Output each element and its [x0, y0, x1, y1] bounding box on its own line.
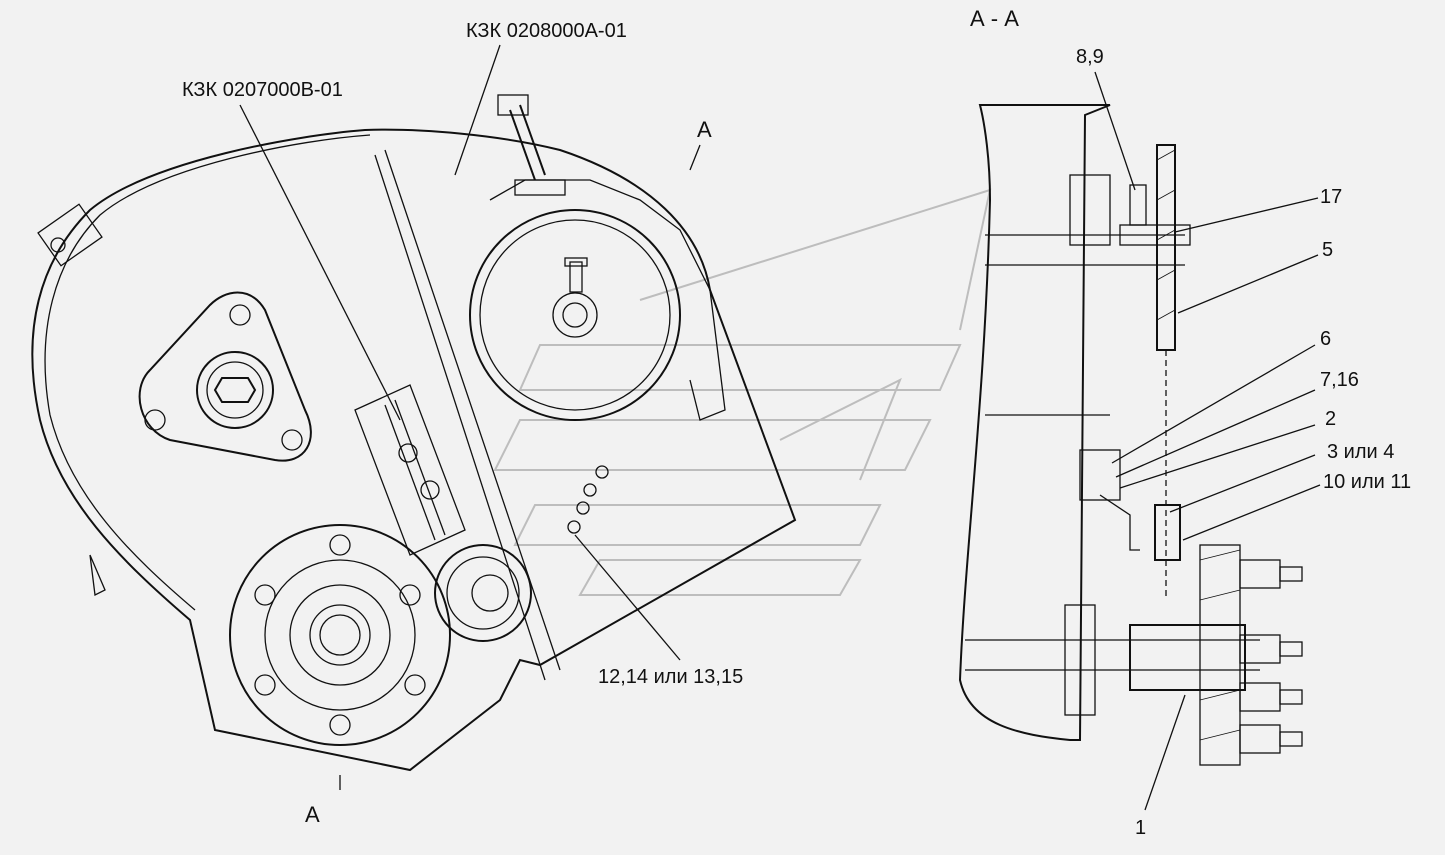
upper-pulley — [469, 94, 726, 421]
label-section-mark-bottom: А — [305, 802, 320, 827]
section-view — [958, 104, 1303, 766]
label-part-2: 2 — [1325, 408, 1336, 430]
label-section-title: А - А — [970, 6, 1019, 31]
chain — [567, 465, 609, 534]
label-assembly-0208000: КЗК 0208000А-01 — [466, 20, 627, 42]
label-part-6: 6 — [1320, 328, 1331, 350]
label-part-5: 5 — [1322, 239, 1333, 261]
label-section-mark-top: А — [697, 117, 712, 142]
idler-roller — [434, 544, 532, 642]
label-part-17: 17 — [1320, 186, 1342, 208]
label-part-8-9: 8,9 — [1076, 46, 1104, 68]
label-part-1: 1 — [1135, 817, 1146, 839]
label-part-10-11: 10 или 11 — [1323, 471, 1411, 493]
label-part-7-16: 7,16 — [1320, 369, 1359, 391]
triangular-flange — [138, 291, 312, 462]
lower-hub — [229, 524, 451, 746]
leaders-left — [239, 44, 701, 790]
watermark-logo — [493, 188, 992, 596]
tensioner-bracket — [354, 384, 466, 556]
left-view-housing — [31, 128, 797, 772]
leaders-right — [1094, 71, 1321, 811]
label-assembly-0207000: КЗК 0207000В-01 — [182, 79, 343, 101]
label-part-12-15: 12,14 или 13,15 — [598, 666, 743, 688]
label-part-3-4: 3 или 4 — [1327, 441, 1394, 463]
